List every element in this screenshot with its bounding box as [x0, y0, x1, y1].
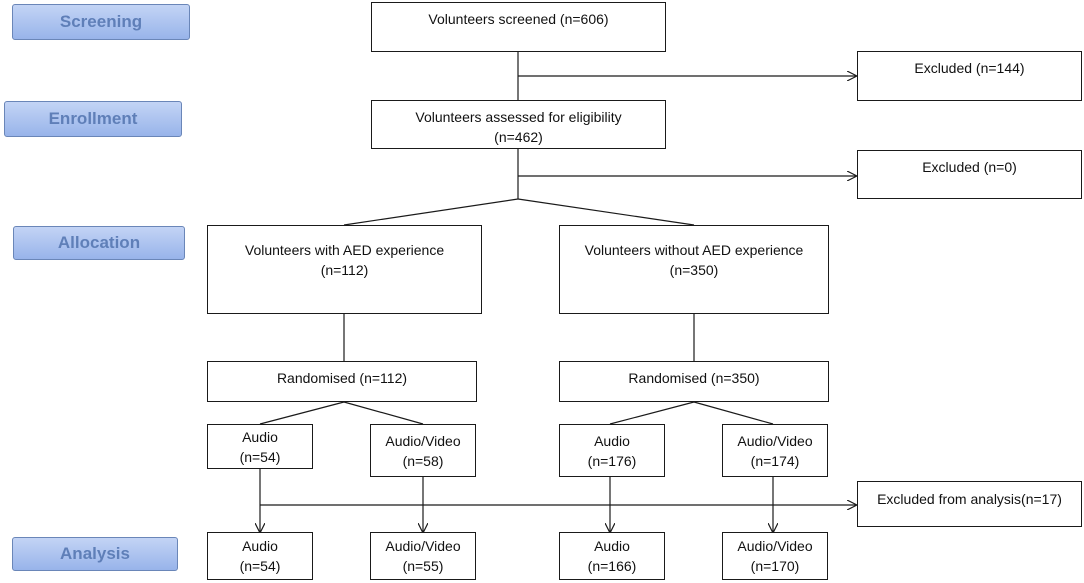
box-line: (n=54) — [239, 558, 281, 574]
box-line: Audio/Video — [385, 432, 461, 449]
stage-label-enrollment: Enrollment — [4, 101, 182, 137]
box-excluded-eligibility: Excluded (n=0) — [857, 150, 1082, 199]
line-rand-with-audio — [259, 401, 345, 425]
box-volunteers-screened: Volunteers screened (n=606) — [371, 2, 666, 52]
box-line: Excluded from analysis(n=17) — [877, 491, 1062, 507]
box-line: (n=176) — [587, 452, 637, 469]
box-line: (n=166) — [587, 558, 637, 574]
box-line: (n=350) — [669, 262, 719, 278]
box-line: Audio/Video — [737, 432, 813, 449]
box-line: Audio/Video — [737, 538, 813, 554]
box-line: Audio — [242, 538, 278, 554]
box-alloc-audio-with: Audio (n=54) — [207, 424, 313, 469]
box-line: Volunteers without AED experience — [584, 242, 804, 258]
box-line: Randomised (n=112) — [276, 370, 408, 386]
box-analysis-av-without: Audio/Video (n=170) — [722, 532, 828, 580]
box-excluded-analysis: Excluded from analysis(n=17) — [857, 481, 1082, 527]
box-assessed-eligibility: Volunteers assessed for eligibility (n=4… — [371, 100, 666, 149]
box-line: Excluded (n=0) — [922, 159, 1017, 175]
box-randomised-without: Randomised (n=350) — [559, 361, 829, 402]
line-rand-with-av — [343, 401, 424, 425]
box-randomised-with: Randomised (n=112) — [207, 361, 477, 402]
box-line: Volunteers with AED experience — [244, 242, 445, 258]
box-alloc-av-without: Audio/Video (n=174) — [722, 424, 828, 477]
box-without-aed-experience: Volunteers without AED experience (n=350… — [559, 225, 829, 314]
box-line: Audio — [594, 432, 630, 449]
box-line: Audio/Video — [385, 538, 461, 554]
box-alloc-av-with: Audio/Video (n=58) — [370, 424, 476, 477]
box-line: Excluded (n=144) — [914, 60, 1025, 76]
box-line: Volunteers screened (n=606) — [428, 11, 609, 27]
box-analysis-av-with: Audio/Video (n=55) — [370, 532, 476, 580]
box-alloc-audio-without: Audio (n=176) — [559, 424, 665, 477]
line-split-left — [343, 198, 519, 226]
stage-label-screening: Screening — [12, 4, 190, 40]
box-line: (n=174) — [750, 452, 800, 469]
box-line: (n=170) — [750, 558, 800, 574]
box-excluded-screening: Excluded (n=144) — [857, 51, 1082, 101]
stage-label-analysis: Analysis — [12, 537, 178, 571]
box-analysis-audio-without: Audio (n=166) — [559, 532, 665, 580]
box-line: Audio — [242, 428, 278, 445]
box-line: (n=58) — [402, 452, 444, 469]
box-analysis-audio-with: Audio (n=54) — [207, 532, 313, 580]
box-line: (n=112) — [320, 262, 369, 278]
line-split-right — [517, 198, 695, 226]
box-line: (n=54) — [239, 448, 281, 465]
box-with-aed-experience: Volunteers with AED experience (n=112) — [207, 225, 482, 314]
line-rand-without-audio — [609, 401, 695, 425]
box-line: (n=462) — [494, 129, 543, 145]
line-rand-without-av — [693, 401, 774, 425]
stage-label-allocation: Allocation — [13, 226, 185, 260]
box-line: Audio — [594, 538, 630, 554]
box-line: (n=55) — [402, 558, 444, 574]
box-line: Randomised (n=350) — [628, 370, 760, 386]
box-line: Volunteers assessed for eligibility — [415, 109, 622, 125]
